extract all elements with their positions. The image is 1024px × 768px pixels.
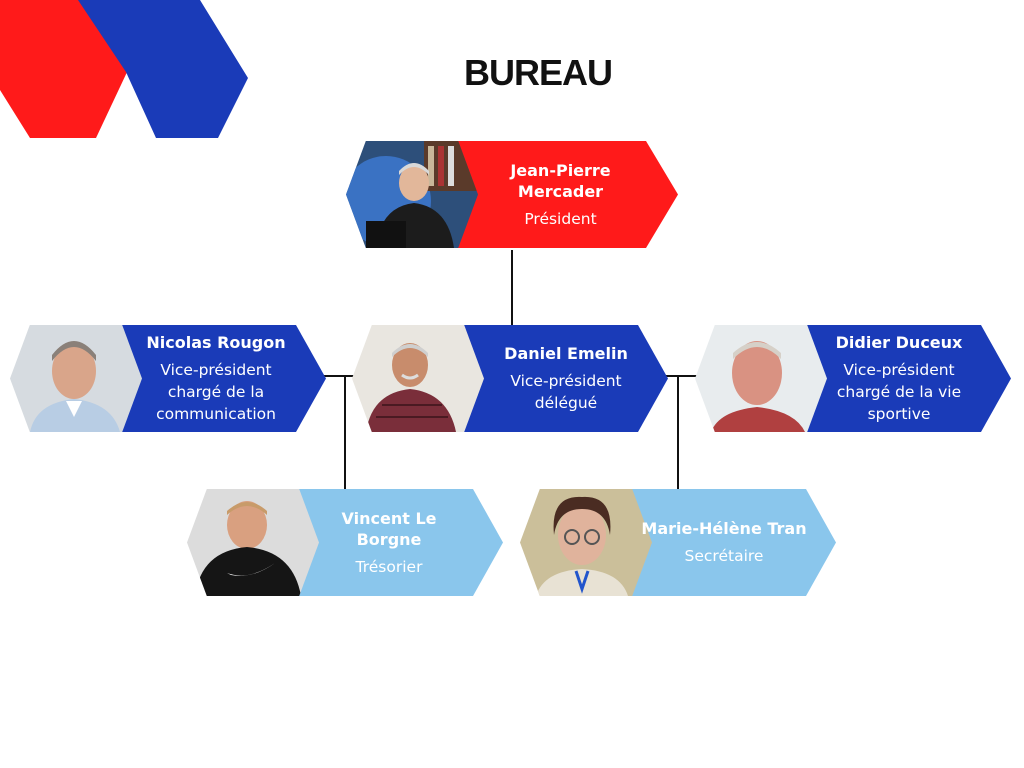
- corner-decoration: [0, 0, 248, 138]
- member-info: Vincent Le Borgne Trésorier: [309, 489, 469, 596]
- member-name: Marie-Hélène Tran: [641, 519, 807, 538]
- avatar-vp-communication: [10, 325, 142, 432]
- member-name: Didier Duceux: [835, 333, 963, 352]
- member-card-vp-sport: Didier Duceux Vice-président chargé de l…: [695, 325, 1011, 432]
- blue-chevron-shape: [78, 0, 248, 138]
- member-role: Vice-président délégué: [510, 372, 622, 412]
- member-name: Vincent Le Borgne: [341, 508, 437, 549]
- avatar-vp-delegue: [352, 325, 484, 432]
- card-background: [428, 141, 678, 248]
- member-role: Secrétaire: [684, 547, 764, 565]
- member-card-secretaire: Marie-Hélène Tran Secrétaire: [520, 489, 836, 596]
- member-name: Daniel Emelin: [504, 344, 628, 363]
- member-info: Marie-Hélène Tran Secrétaire: [640, 489, 808, 596]
- card-background: [442, 325, 668, 432]
- connector-left-h: [322, 375, 362, 377]
- avatar-president: [346, 141, 478, 248]
- card-background: [277, 489, 503, 596]
- card-background: [610, 489, 836, 596]
- member-card-tresorier: Vincent Le Borgne Trésorier: [187, 489, 503, 596]
- page-title: BUREAU: [463, 52, 613, 93]
- member-role: Vice-président chargé de la communicatio…: [156, 361, 276, 423]
- member-role: Président: [524, 209, 597, 228]
- member-card-vp-communication: Nicolas Rougon Vice-président chargé de …: [10, 325, 326, 432]
- member-role: Vice-président chargé de la vie sportive: [836, 361, 962, 423]
- card-background: [100, 325, 326, 432]
- connector-left-v: [344, 375, 346, 491]
- member-card-president: Jean-Pierre Mercader Président: [346, 141, 678, 248]
- member-info: Jean-Pierre Mercader Président: [488, 141, 633, 248]
- member-name: Jean-Pierre Mercader: [510, 160, 611, 201]
- card-background: [785, 325, 1011, 432]
- member-info: Nicolas Rougon Vice-président chargé de …: [138, 325, 294, 432]
- member-info: Daniel Emelin Vice-président délégué: [492, 325, 640, 432]
- member-role: Trésorier: [355, 557, 423, 576]
- connector-right-h: [664, 375, 704, 377]
- member-info: Didier Duceux Vice-président chargé de l…: [819, 325, 979, 432]
- avatar-secretaire: [520, 489, 652, 596]
- member-name: Nicolas Rougon: [146, 333, 286, 352]
- avatar-tresorier: [187, 489, 319, 596]
- avatar-vp-sport: [695, 325, 827, 432]
- connector-president: [511, 250, 513, 328]
- member-card-vp-delegue: Daniel Emelin Vice-président délégué: [352, 325, 668, 432]
- connector-right-v: [677, 375, 679, 491]
- red-chevron-shape: [0, 0, 128, 138]
